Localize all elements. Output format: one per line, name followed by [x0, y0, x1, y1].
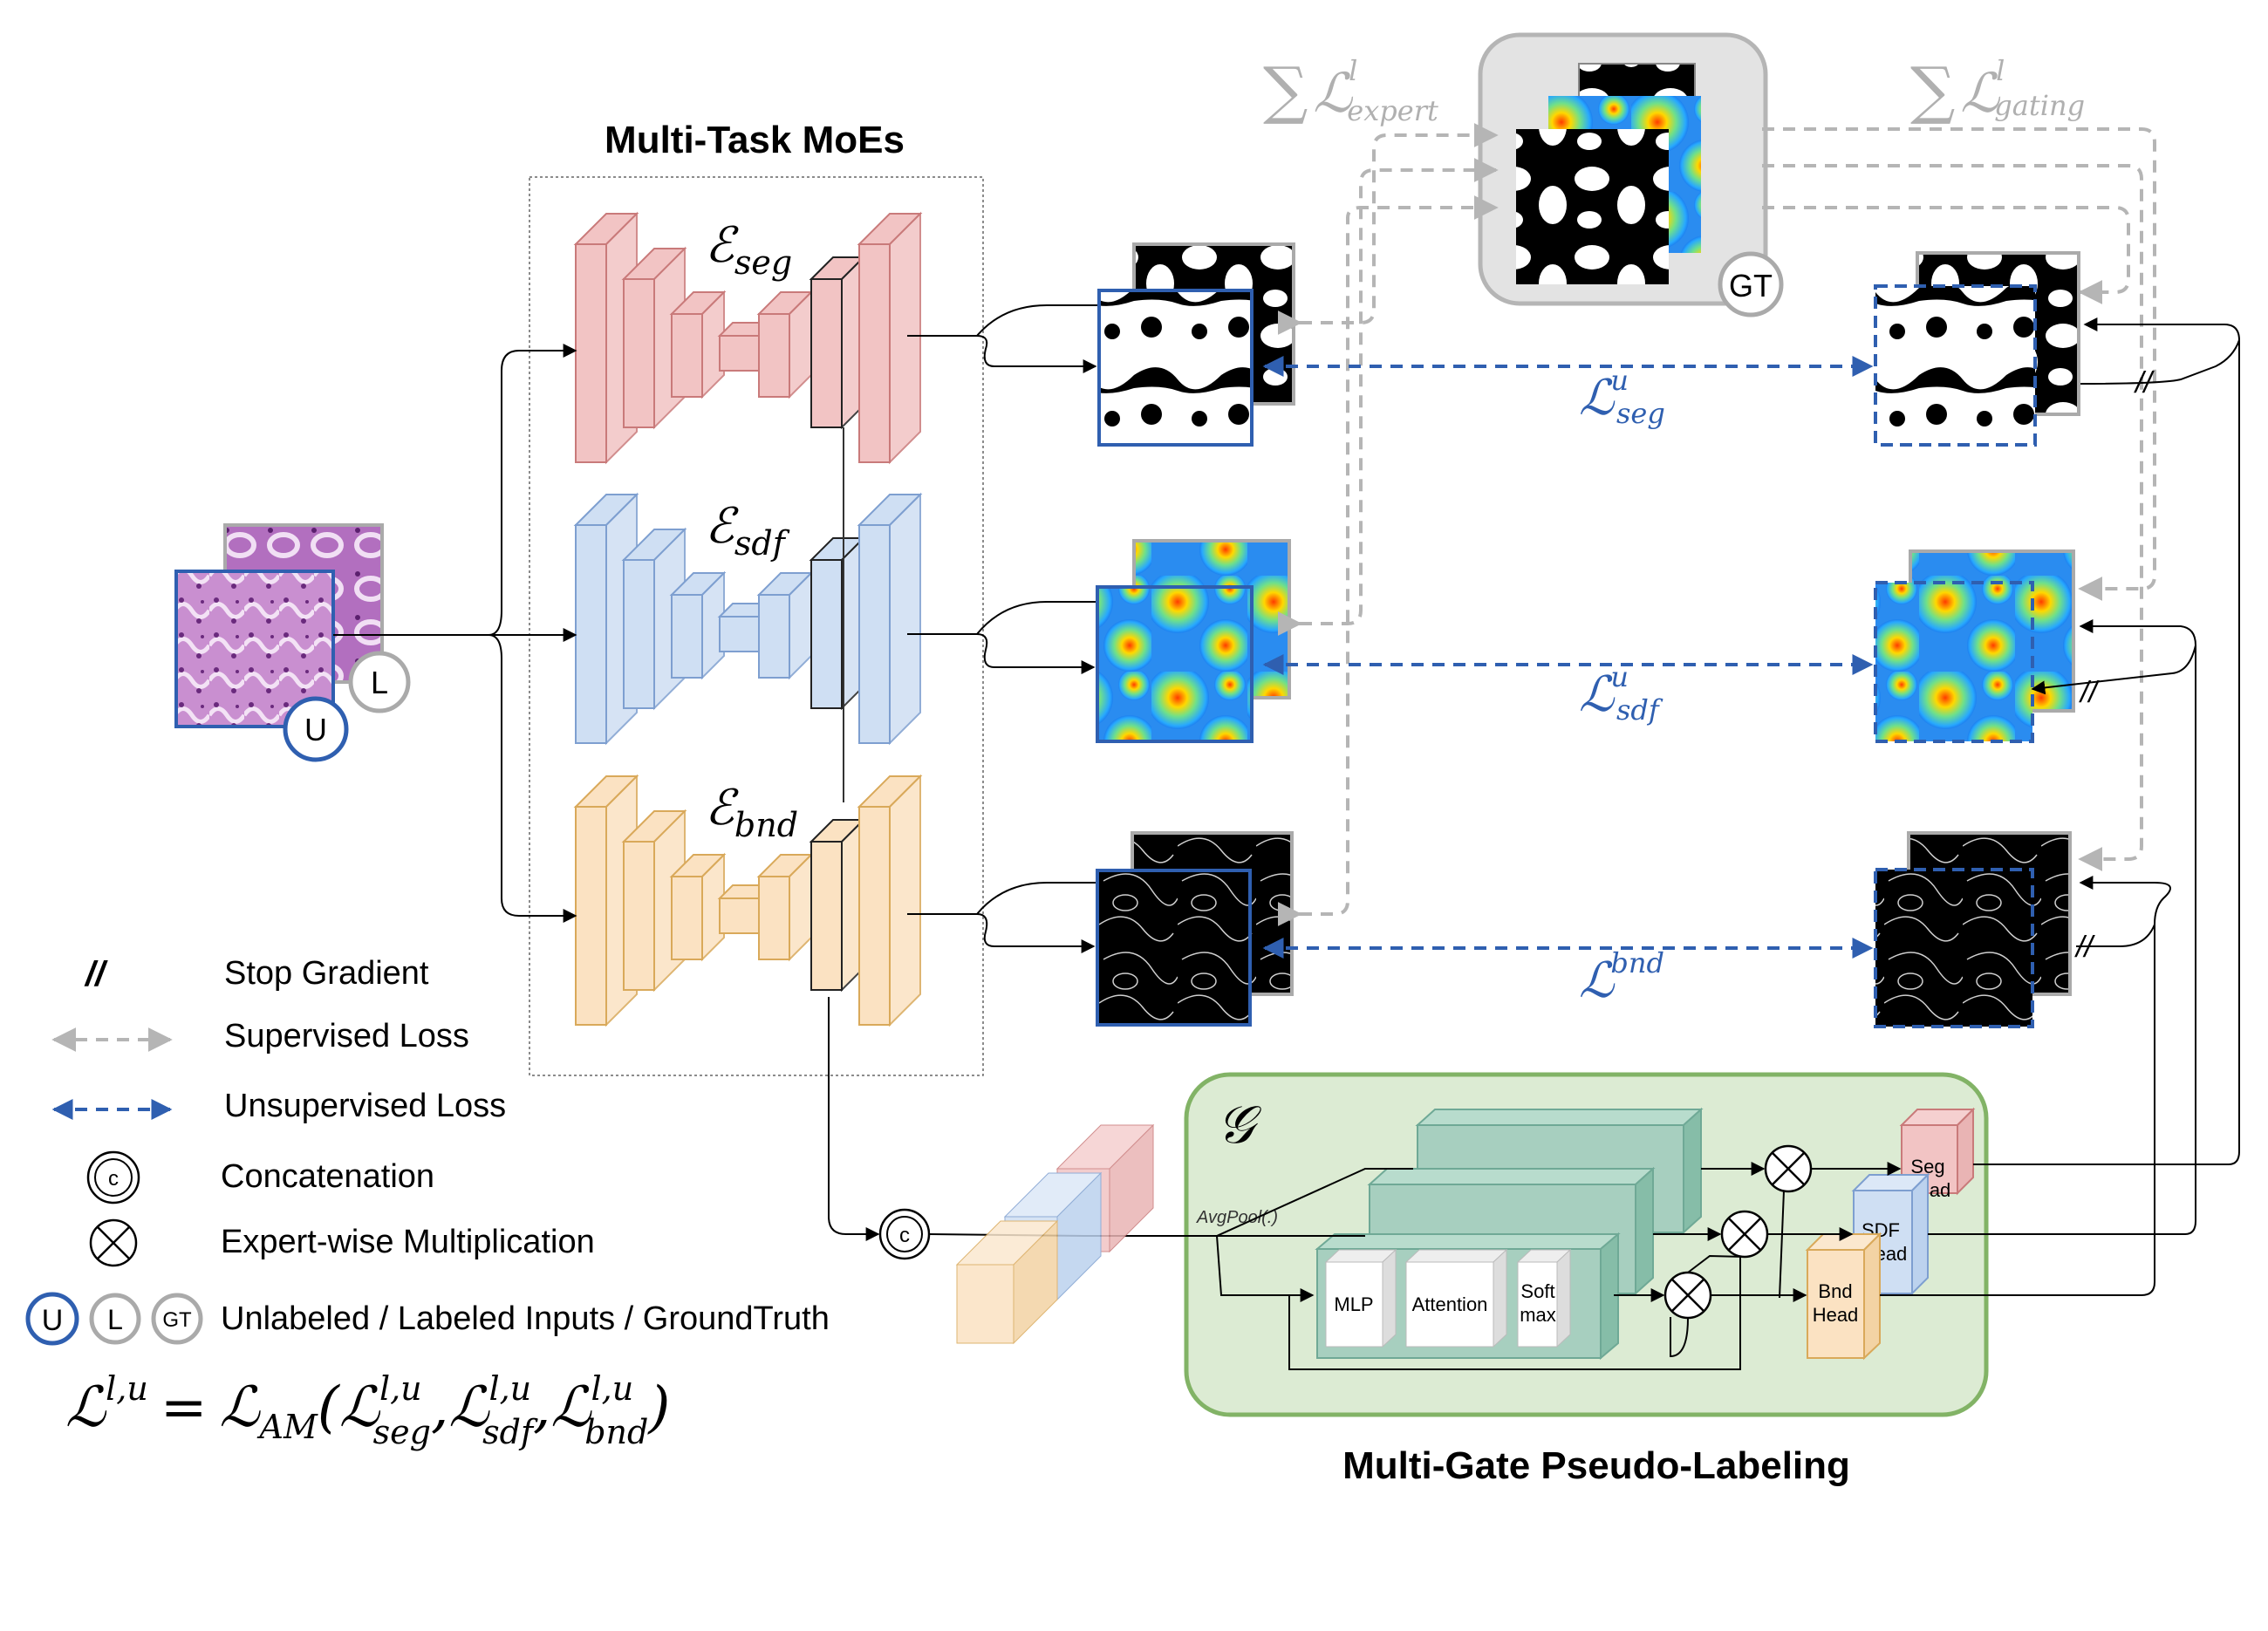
expert-seg-dec1 [857, 211, 923, 465]
stop-gradient-mark-seg: // [2134, 366, 2155, 399]
mlp-label: MLP [1334, 1293, 1373, 1315]
attention-block [1404, 1248, 1508, 1348]
legend-unlabeled-badge-text: U [42, 1304, 64, 1337]
expert-seg-label: ℰseg [705, 217, 792, 282]
moe-title: Multi-Task MoEs [605, 119, 905, 161]
expert-sdf-dec3 [756, 570, 814, 680]
multiply-nodes [1663, 1144, 1813, 1320]
sdf-pseudo-label [1874, 549, 2075, 743]
legend-concat-icon-text: c [108, 1167, 119, 1191]
softmax-label-1: Soft [1520, 1280, 1554, 1302]
expert-sdf-enc3 [669, 570, 727, 680]
seg-pseudo-label [1874, 251, 2080, 447]
expert-bnd-dec2 [809, 817, 866, 993]
expert-bnd-enc3 [669, 852, 727, 962]
supervised-loss-lines [1277, 123, 2156, 926]
legend-stop-gradient-icon: // [84, 955, 108, 993]
gt-seg-image [1516, 129, 1669, 284]
legend-supervised-label: Supervised Loss [224, 1018, 469, 1054]
unlabeled-badge [283, 696, 349, 762]
bnd-head-label-1: Bnd [1818, 1280, 1852, 1302]
sdf-prediction [1096, 539, 1291, 743]
bnd-head-label-2: Head [1813, 1304, 1859, 1326]
concat-node-text: c [899, 1224, 910, 1247]
bnd-pseudo-label [1874, 831, 2072, 1028]
softmax-block [1516, 1248, 1572, 1348]
legend-concat-label: Concatenation [221, 1158, 434, 1195]
expert-seg-dec3 [756, 290, 814, 399]
stop-gradient-mark-sdf: // [2079, 676, 2100, 709]
expert-sdf-enc1 [573, 492, 639, 746]
concat-input-arrow [828, 997, 880, 1241]
gt-badge [1718, 251, 1784, 317]
expert-seg [573, 211, 923, 465]
legend-gt-badge-text: GT [162, 1308, 192, 1332]
concatenated-features [955, 1123, 1155, 1345]
bnd-head [1805, 1232, 1882, 1361]
unlabeled-badge-text: U [304, 712, 327, 747]
legend-unsupervised-label: Unsupervised Loss [224, 1088, 506, 1124]
legend-labeled-badge [89, 1293, 141, 1345]
expert-sdf-label: ℰsdf [705, 498, 790, 563]
expert-bnd [573, 774, 923, 1027]
expert-bnd-label: ℰbnd [705, 780, 798, 844]
legend-unlabeled-badge [25, 1292, 79, 1346]
avgpool-label: AvgPool(.) [1196, 1208, 1278, 1227]
legend-multiply-cross [97, 1226, 130, 1259]
unsup-bnd-loss-label: ℒbnd [1579, 946, 1664, 1009]
expert-sdf [573, 492, 923, 746]
expert-sdf-dec2 [809, 536, 866, 711]
expert-seg-dec2 [809, 255, 866, 430]
labeled-badge [348, 651, 411, 713]
expert-sdf-dec1 [857, 492, 923, 746]
head-output-arrows [1880, 317, 2240, 1296]
gating-arrows [1084, 1162, 1902, 1370]
input-arrows [333, 344, 577, 923]
expert-bnd-dec3 [756, 852, 814, 962]
expert-seg-enc3 [669, 290, 727, 399]
legend-multiply-label: Expert-wise Multiplication [221, 1224, 595, 1260]
softmax-label-2: max [1520, 1304, 1556, 1326]
legend-labeled-badge-text: L [107, 1304, 123, 1335]
legend: // Stop Gradient Supervised Loss Unsuper… [25, 955, 830, 1346]
stop-gradient-mark-bnd: // [2074, 931, 2095, 964]
seg-prediction [1097, 242, 1295, 447]
gating-title: Multi-Gate Pseudo-Labeling [1342, 1444, 1850, 1487]
gt-badge-text: GT [1729, 268, 1773, 304]
expert-bnd-dec1 [857, 774, 923, 1027]
bnd-prediction [1096, 831, 1294, 1027]
legend-inputs-label: Unlabeled / Labeled Inputs / GroundTruth [221, 1300, 830, 1337]
mlp-block [1324, 1248, 1397, 1348]
unsupervised-loss-lines [1262, 356, 1874, 959]
legend-stop-gradient-label: Stop Gradient [224, 955, 429, 992]
expert-output-arrows [907, 304, 1097, 953]
legend-gt-badge [151, 1293, 203, 1345]
legend-concat-icon-inner [94, 1158, 133, 1197]
attention-label: Attention [1412, 1293, 1488, 1315]
concat-node-inner [886, 1216, 923, 1252]
labeled-badge-text: L [371, 665, 388, 700]
